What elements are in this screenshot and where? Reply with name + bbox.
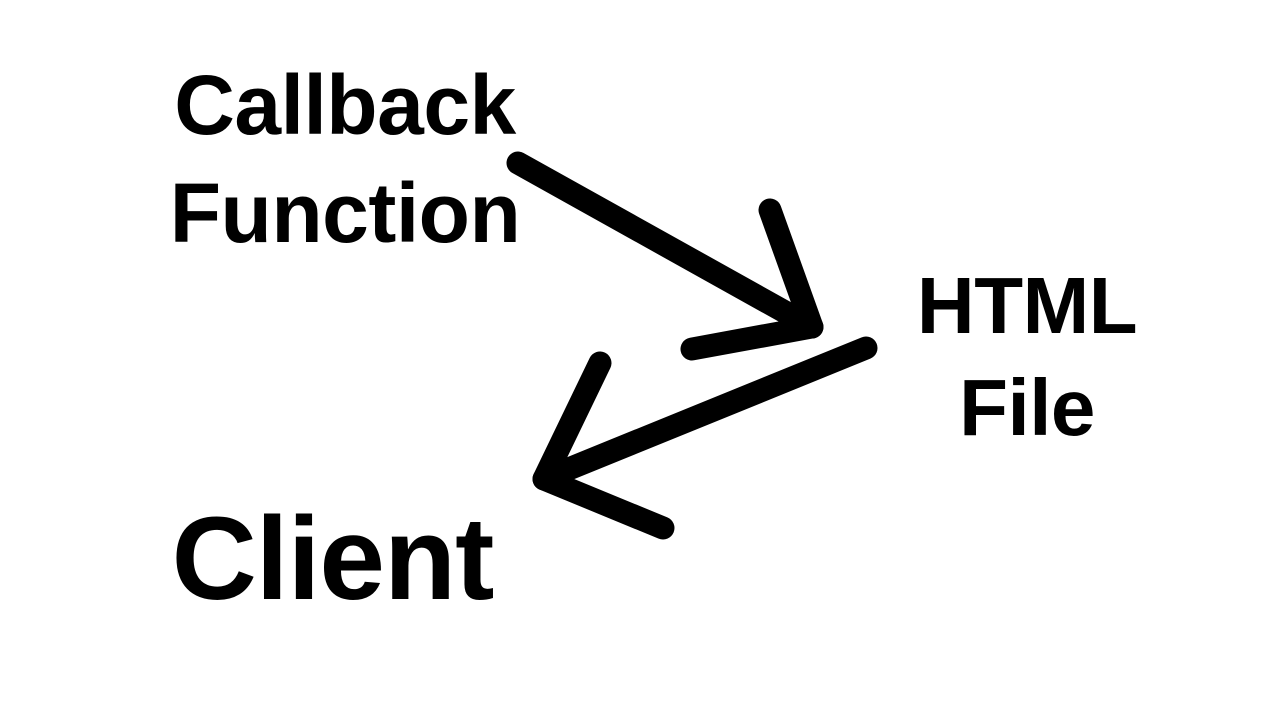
arrow-down-right-icon xyxy=(506,151,824,361)
arrow-down-left-head xyxy=(532,351,675,540)
arrow-down-left-shaft xyxy=(532,336,878,491)
node-label-client: Client xyxy=(171,493,495,625)
arrow-down-right-head xyxy=(680,198,824,361)
arrow-down-left-icon xyxy=(532,336,878,540)
node-label-html-file: HTML File xyxy=(916,261,1138,453)
node-label-callback-function: Callback Function xyxy=(169,58,521,260)
arrow-down-right-shaft xyxy=(506,151,824,339)
